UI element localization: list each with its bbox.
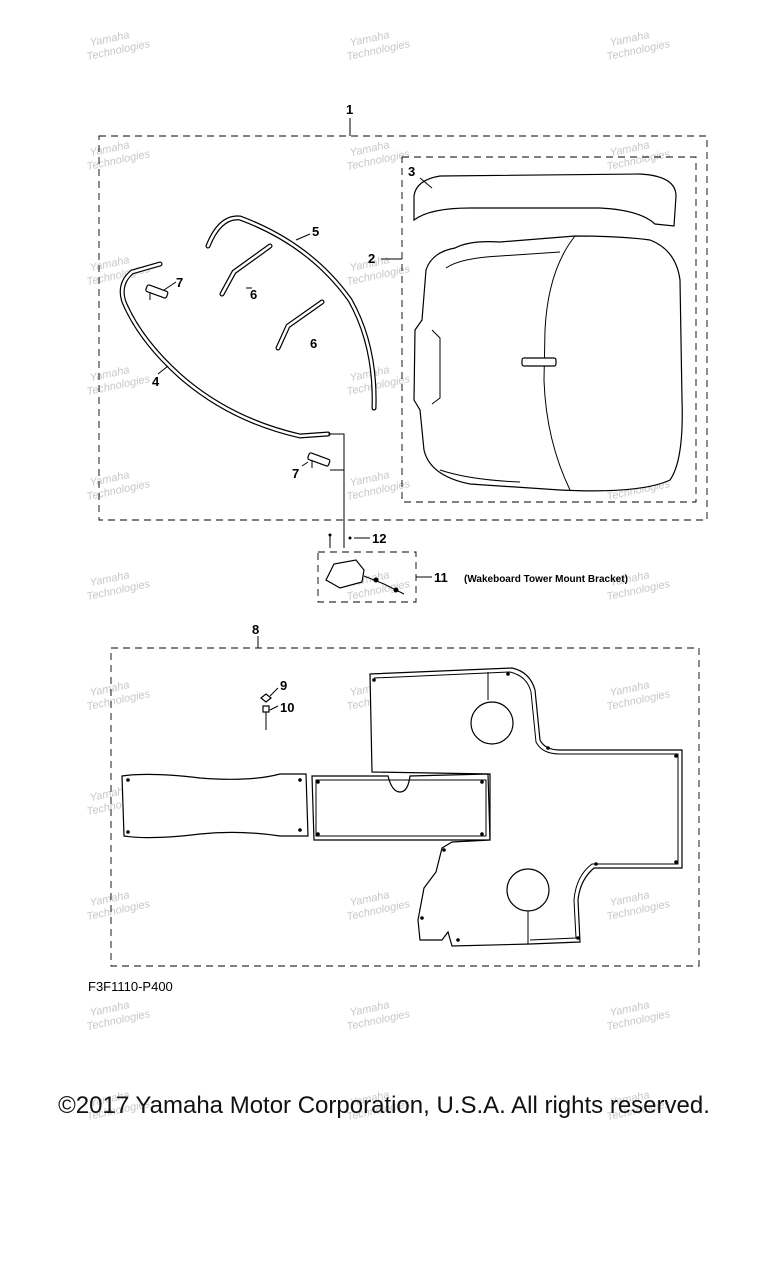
mat-fastener-dots [126,672,678,942]
mat-cutout-upper [470,701,514,745]
part-3-cushion [413,173,677,227]
callout-5: 5 [312,224,319,239]
callout-2: 2 [368,251,375,266]
part-6-strap-b [275,299,325,351]
mat-left-piece [121,773,309,839]
part-9-fastener [260,693,272,703]
callout-12: 12 [372,531,386,546]
part-7-clamp-a [145,284,169,300]
callout-9: 9 [280,678,287,693]
callout-3: 3 [408,164,415,179]
bracket-note: (Wakeboard Tower Mount Bracket) [464,574,628,585]
mat-middle-piece [311,773,491,841]
part-2-seam [543,235,576,491]
callout-6b: 6 [310,336,317,351]
mat-large-piece [369,667,683,947]
callout-8: 8 [252,622,259,637]
callout-4: 4 [152,374,160,389]
part-10-pin [262,705,270,730]
callout-11: 11 [434,570,448,585]
part-12-screw [328,533,332,548]
callout-6a: 6 [250,287,257,302]
callout-7b: 7 [292,466,299,481]
drawing-code: F3F1110-P400 [88,979,173,994]
group-2-outline [401,156,697,503]
part-7-clamp-b [307,452,331,468]
mat-cutout-lower [506,868,550,912]
group-1-outline [98,135,708,521]
callout-7a: 7 [176,275,183,290]
callout-10: 10 [280,700,294,715]
copyright-notice: ©2017 Yamaha Motor Corporation, U.S.A. A… [58,1092,710,1119]
part-4-tube [119,261,331,439]
part-11-bracket [325,559,405,595]
group-8-outline [110,647,700,967]
part-6-strap-a [219,243,273,297]
part-5-tube [205,215,377,411]
callout-1: 1 [346,102,353,117]
